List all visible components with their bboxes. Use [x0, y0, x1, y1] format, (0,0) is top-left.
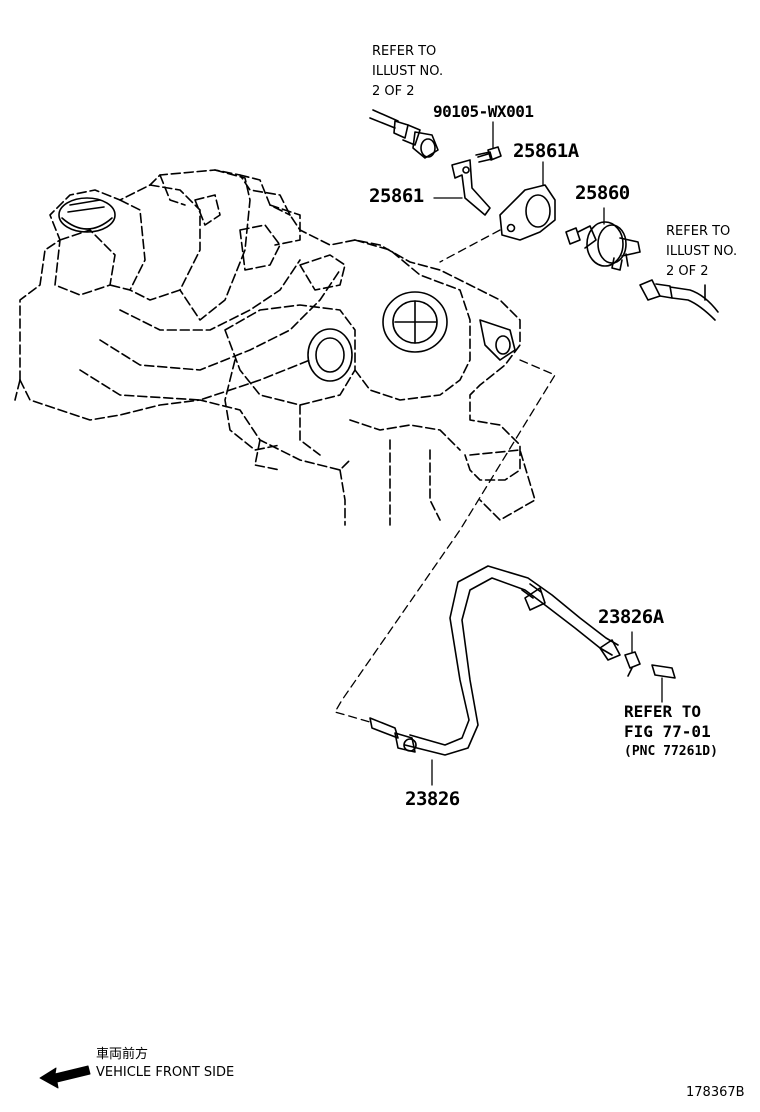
bracket-25861 — [451, 159, 491, 216]
refer-note-top-right: REFER TO ILLUST NO. 2 OF 2 — [666, 222, 737, 282]
hose-end-fig-77-01 — [651, 664, 676, 679]
refer-line: ILLUST NO. — [666, 244, 738, 259]
part-label-bracket-a: 25861A — [513, 140, 579, 162]
refer-line: 2 OF 2 — [372, 84, 415, 99]
direction-label-jp: 車両前方 — [96, 1047, 149, 1062]
refer-line: REFER TO — [666, 224, 731, 239]
hose-stub-upper — [369, 109, 439, 159]
refer-fig-pnc: (PNC 77261D) — [624, 744, 718, 759]
part-label-hose: 23826 — [405, 788, 460, 810]
part-label-bolt: 90105-WX001 — [433, 102, 534, 121]
valve-25860 — [565, 221, 641, 271]
part-label-valve: 25860 — [575, 182, 630, 204]
refer-note-fig: REFER TO FIG 77-01 (PNC 77261D) — [624, 702, 718, 758]
refer-fig-line: FIG 77-01 — [624, 722, 711, 741]
hose-stub-right — [639, 279, 719, 321]
part-label-bracket: 25861 — [369, 185, 424, 207]
arrow-left-icon — [39, 1065, 91, 1089]
clip-23826a — [624, 651, 641, 677]
direction-label-en: VEHICLE FRONT SIDE — [96, 1065, 235, 1080]
bolt-90105-wx001 — [475, 146, 502, 163]
refer-line: REFER TO — [372, 44, 437, 59]
part-label-clip: 23826A — [598, 606, 664, 628]
engine-outline — [14, 169, 536, 526]
hose-23826 — [369, 565, 621, 756]
bracket-25861a — [499, 184, 556, 241]
direction-label: 車両前方 VEHICLE FRONT SIDE — [96, 1046, 234, 1082]
refer-fig-line: REFER TO — [624, 702, 702, 721]
illustration-code: 178367B — [686, 1085, 745, 1100]
refer-line: 2 OF 2 — [666, 264, 709, 279]
refer-note-top-left: REFER TO ILLUST NO. 2 OF 2 — [372, 42, 443, 102]
engine-details — [58, 197, 516, 382]
refer-line: ILLUST NO. — [372, 64, 444, 79]
leader-lines — [334, 229, 556, 723]
